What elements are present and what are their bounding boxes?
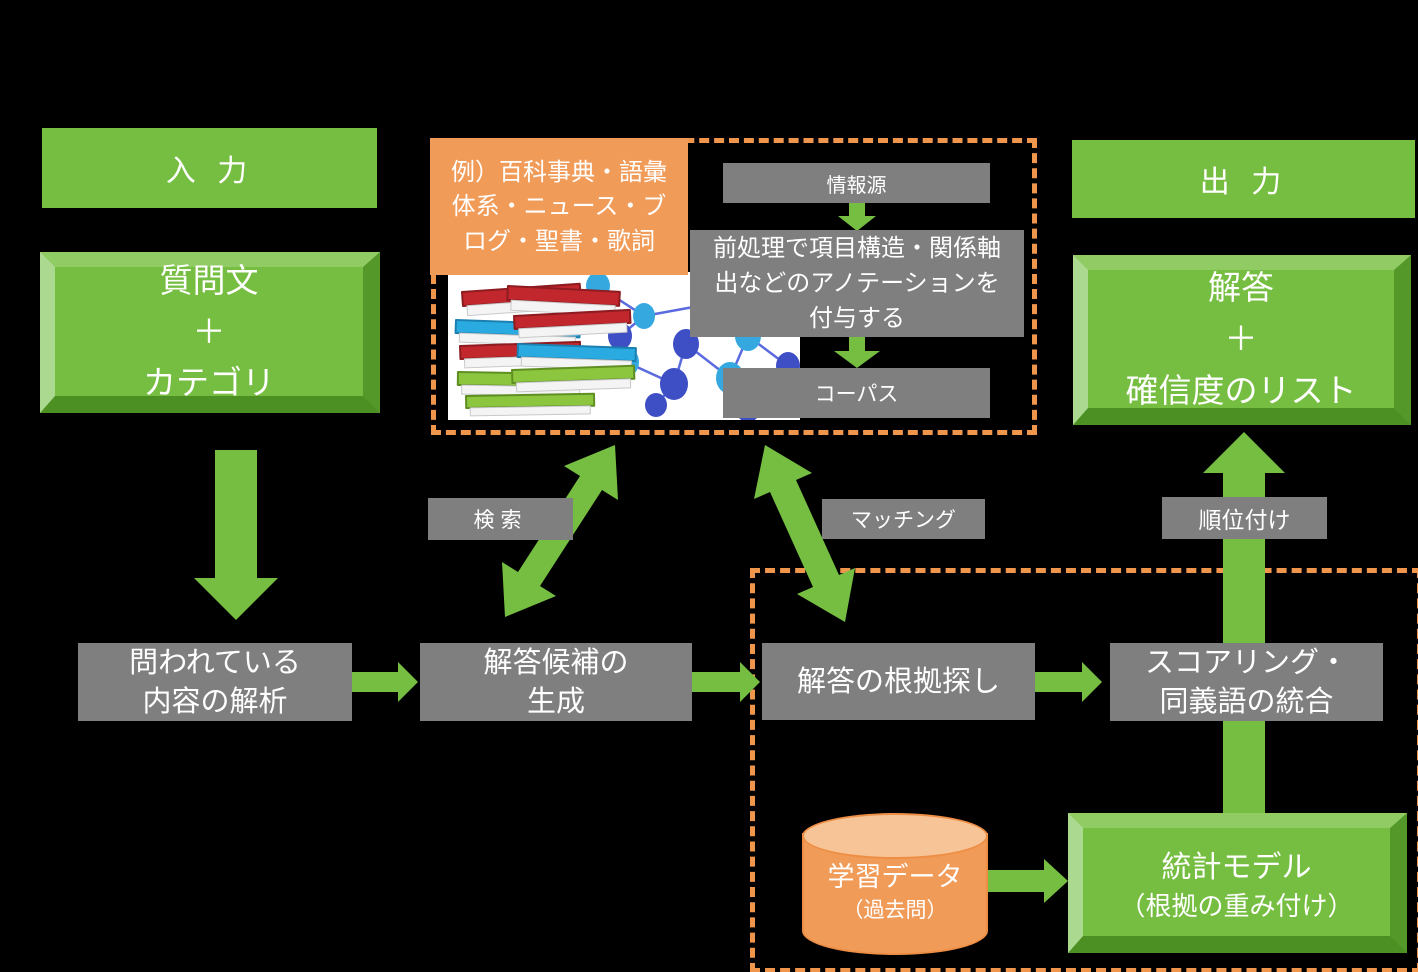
question-category-label: 質問文 ＋ カテゴリ [143,260,275,403]
corpus-label: コーパス [814,382,899,406]
answer-confidence-box: 解答 ＋ 確信度のリスト [1073,255,1411,425]
input-flow-down-arrow [194,450,278,620]
example-sources-note: 例）百科事典・語彙 体系・ニュース・ブ ログ・聖書・歌詞 [430,138,688,275]
matching-label-text: マッチング [851,508,956,532]
search-edge-label: 検索 [428,498,573,540]
search-label-text: 検索 [473,508,528,532]
information-source-box: 情報源 [723,163,990,203]
output-header-box: 出 力 [1072,140,1415,218]
pipeline-step-analyze: 問われている 内容の解析 [78,643,352,721]
training-data-sub: （過去問） [842,897,948,922]
pipeline-step-scoring-label: スコアリング・ 同義語の統合 [1144,644,1348,718]
pipeline-arrow-evidence-scoring [1035,662,1102,702]
trainingdata-to-model-arrow [988,859,1068,903]
training-data-cylinder: 学習データ （過去問） [802,813,988,955]
pipeline-arrow-generate-evidence [692,662,760,702]
pipeline-step-evidence: 解答の根拠探し [762,643,1035,720]
preprocess-to-corpus-arrow [834,337,880,368]
example-sources-text: 例）百科事典・語彙 体系・ニュース・ブ ログ・聖書・歌詞 [451,158,667,255]
cylinder-top [802,813,988,859]
corpus-box: コーパス [723,368,990,418]
preprocess-annotation-text: 前処理で項目構造・関係軸 出などのアノテーションを 付与する [713,234,1001,332]
input-header-label: 入 力 [165,154,254,189]
information-source-label: 情報源 [826,172,887,197]
pipeline-arrow-analyze-generate [352,662,418,702]
knowledge-group-dashed-border [431,138,1037,435]
pipeline-step-scoring: スコアリング・ 同義語の統合 [1110,643,1383,721]
pipeline-step-generate-label: 解答候補の 生成 [483,644,629,718]
statistical-model-box: 統計モデル （根拠の重み付け） [1068,813,1407,953]
pipeline-step-generate: 解答候補の 生成 [420,643,692,721]
ranking-edge-label: 順位付け [1162,497,1327,539]
ranking-label-text: 順位付け [1198,508,1291,534]
pipeline-step-evidence-label: 解答の根拠探し [796,663,1000,698]
matching-bidirectional-arrow [754,445,855,622]
statistical-model-title: 統計モデル [1161,849,1312,885]
source-to-preprocess-arrow [838,202,876,231]
pipeline-step-analyze-label: 問われている 内容の解析 [129,644,301,718]
output-header-label: 出 力 [1199,165,1288,200]
books-stack [454,282,637,417]
statistical-model-sub: （根拠の重み付け） [1119,891,1354,922]
training-data-title: 学習データ [827,861,963,893]
input-header-box: 入 力 [42,128,377,208]
matching-edge-label: マッチング [822,499,985,539]
answer-confidence-label: 解答 ＋ 確信度のリスト [1125,268,1357,410]
preprocess-annotation-box: 前処理で項目構造・関係軸 出などのアノテーションを 付与する [690,230,1024,337]
question-category-box: 質問文 ＋ カテゴリ [40,252,380,413]
